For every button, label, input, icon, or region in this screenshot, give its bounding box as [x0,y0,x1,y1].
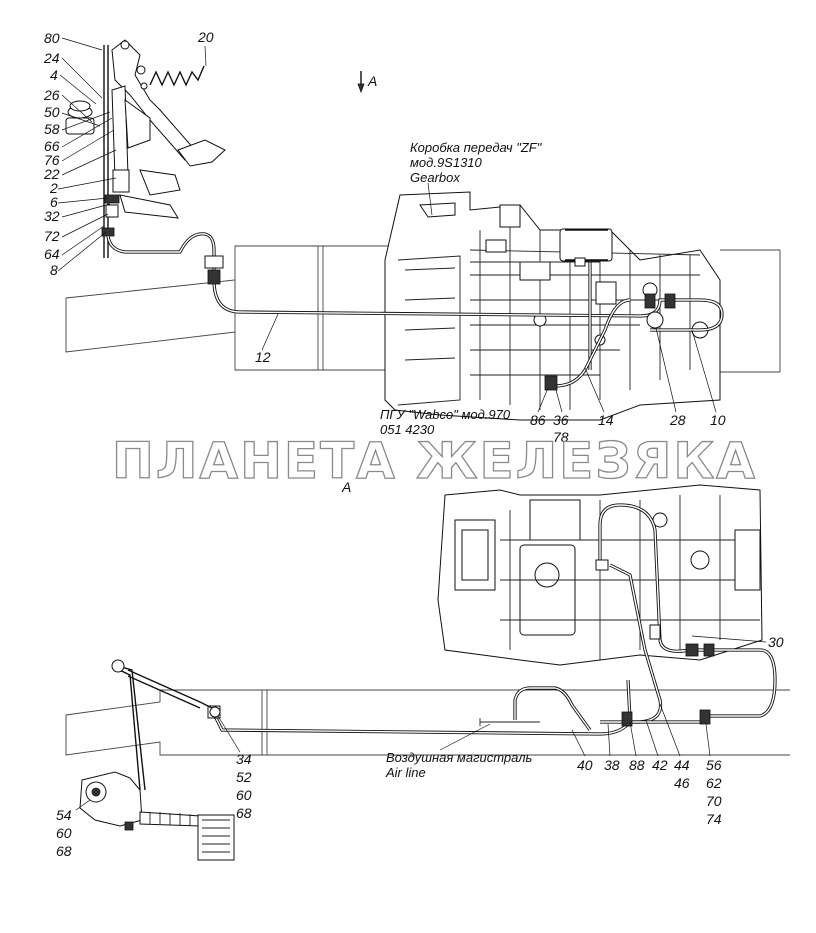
pedal-assembly-upper [65,39,226,258]
callout-20: 20 [197,29,214,45]
callouts-lower-pipes: 40 38 88 42 44 46 [571,703,690,791]
callout-44: 44 [674,757,690,773]
view-arrow-a: A [357,71,377,94]
callouts-lower-mid: 34 52 60 68 [217,715,252,821]
watermark-text: ПЛАНЕТА ЖЕЛЕЗЯКА [112,432,757,490]
caption-gearbox-ru: Коробка передач "ZF" [410,140,543,155]
callout-10: 10 [710,412,726,428]
callout-42: 42 [652,757,668,773]
callout-76: 76 [44,152,60,168]
lower-view: A [56,479,790,861]
caption-pgu-ru: ПГУ "Wabco" мод.970 [380,407,511,422]
callout-68-mid: 68 [236,805,252,821]
callout-38: 38 [604,757,620,773]
section-label-a: A [341,479,351,495]
callout-36: 36 [553,412,569,428]
frame-rail-lower [65,689,790,756]
callout-8: 8 [50,262,58,278]
callout-12: 12 [255,349,271,365]
callout-80: 80 [44,30,60,46]
callout-62: 62 [706,775,722,791]
callouts-lower-right: 56 62 70 74 [705,723,722,827]
callout-68-pedal: 68 [56,843,72,859]
caption-pgu-num: 051 4230 [380,422,435,437]
callout-50: 50 [44,104,60,120]
callout-46: 46 [674,775,690,791]
gearbox-upper [384,191,721,421]
callout-22: 22 [43,166,60,182]
pipes-lower [207,503,777,736]
callout-40: 40 [577,757,593,773]
callout-26: 26 [43,87,60,103]
callout-30: 30 [768,634,784,650]
callout-60-mid: 60 [236,787,252,803]
caption-airline-en: Air line [385,765,426,780]
callout-52: 52 [236,769,252,785]
callout-60-pedal: 60 [56,825,72,841]
callout-28: 28 [669,412,686,428]
callout-2: 2 [49,180,58,196]
caption-gearbox-model: мод.9S1310 [410,155,483,170]
callouts-gearbox-bottom: 86 36 78 14 28 10 [530,327,726,445]
gearbox-lower [437,484,763,666]
upper-view: A Коробка передач "ZF" мод.9S1310 Gearbo… [43,29,781,445]
callout-34: 34 [236,751,252,767]
callout-6: 6 [50,194,58,210]
callouts-pedal-left: 80 24 4 26 50 58 66 76 22 2 6 32 72 64 8 [43,30,117,278]
callout-24: 24 [43,50,60,66]
callout-88: 88 [629,757,645,773]
callout-56: 56 [706,757,722,773]
view-arrow-label: A [367,73,377,89]
callout-4: 4 [50,67,58,83]
caption-airline-ru: Воздушная магистраль [386,750,533,765]
callout-54: 54 [56,807,72,823]
caption-gearbox-en: Gearbox [410,170,460,185]
callout-78: 78 [553,429,569,445]
frame-rail-upper [65,245,781,373]
return-spring [140,65,205,90]
pipe-upper [106,232,724,391]
callout-72: 72 [44,228,60,244]
callout-14: 14 [598,412,614,428]
callout-58: 58 [44,121,60,137]
callout-64: 64 [44,246,60,262]
callout-32: 32 [44,208,60,224]
pedal-assembly-lower [79,659,235,861]
callout-70: 70 [706,793,722,809]
callout-86: 86 [530,412,546,428]
callout-74: 74 [706,811,722,827]
callouts-lower-pedal: 54 60 68 [56,799,91,859]
callout-66: 66 [44,138,60,154]
